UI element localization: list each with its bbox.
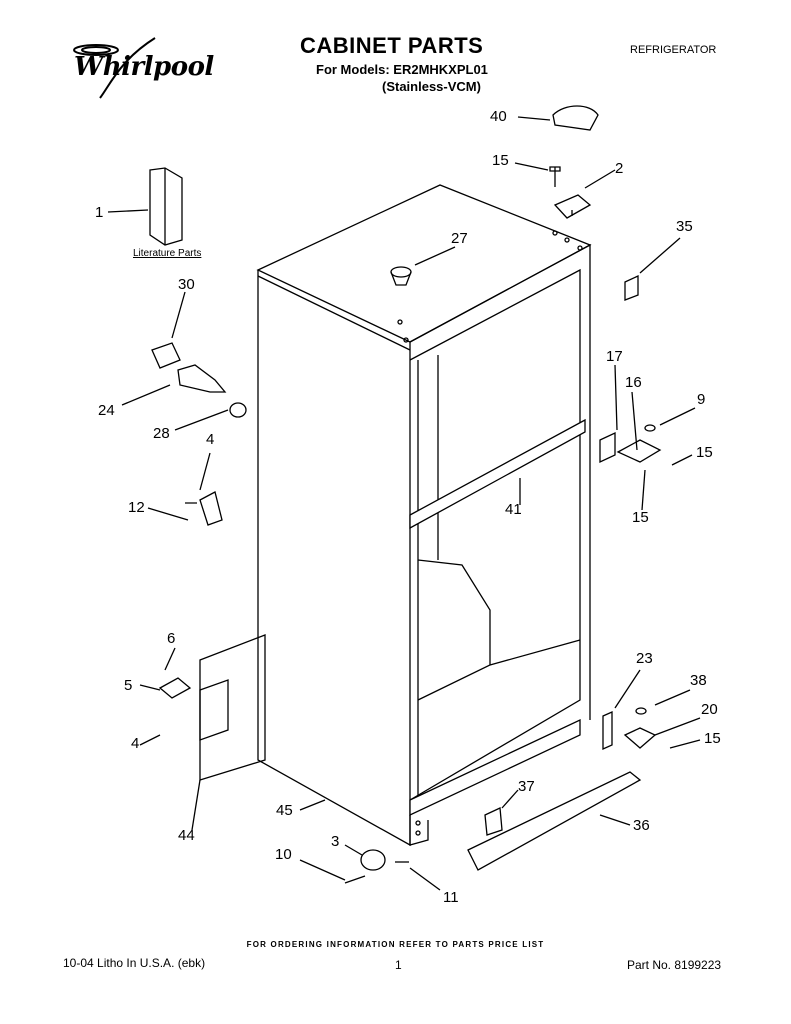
callout-15-lower: 15 bbox=[704, 730, 721, 747]
screw-part-10 bbox=[344, 875, 366, 884]
page-number: 1 bbox=[395, 958, 402, 972]
callout-15-right: 15 bbox=[696, 444, 713, 461]
hinge-pin-part-24 bbox=[177, 364, 227, 393]
callout-10: 10 bbox=[275, 846, 292, 863]
bushing-part-30 bbox=[151, 342, 181, 369]
callout-27: 27 bbox=[451, 230, 468, 247]
category-label: REFRIGERATOR bbox=[630, 44, 717, 56]
part-number: Part No. 8199223 bbox=[627, 958, 722, 972]
callout-41: 41 bbox=[505, 501, 522, 518]
bracket-part-44 bbox=[199, 679, 229, 741]
callout-12: 12 bbox=[128, 499, 145, 516]
washer-part-28 bbox=[229, 402, 247, 418]
page-title: CABINET PARTS bbox=[300, 33, 484, 58]
screw-part-15-top bbox=[549, 166, 561, 187]
callout-20: 20 bbox=[701, 701, 718, 718]
toe-grille-part-36 bbox=[467, 771, 642, 871]
center-hinge-part-16 bbox=[616, 439, 662, 463]
brand-logo: Whirlpool bbox=[74, 52, 214, 82]
literature-booklet-part-1 bbox=[149, 167, 183, 246]
bracket-part-5 bbox=[158, 677, 192, 699]
callout-16: 16 bbox=[625, 374, 642, 391]
literature-parts-label: Literature Parts bbox=[133, 248, 202, 259]
cam-part-12 bbox=[185, 491, 223, 526]
brand-logo-swoosh bbox=[73, 37, 156, 99]
callout-6: 6 bbox=[167, 630, 176, 647]
callout-24: 24 bbox=[98, 402, 115, 419]
plug-part-27 bbox=[390, 266, 412, 286]
callout-5: 5 bbox=[124, 677, 133, 694]
variant-line: (Stainless-VCM) bbox=[382, 79, 481, 94]
washer-part-38 bbox=[635, 707, 647, 715]
cabinet-shell bbox=[256, 184, 592, 847]
clip-part-37 bbox=[484, 807, 503, 836]
callout-4-lower: 4 bbox=[131, 735, 140, 752]
litho-note: 10-04 Litho In U.S.A. (ebk) bbox=[63, 956, 206, 970]
callout-3: 3 bbox=[331, 833, 340, 850]
callout-40: 40 bbox=[490, 108, 507, 125]
hinge-cover-part-40 bbox=[552, 105, 599, 131]
leader-lines bbox=[107, 116, 701, 891]
callout-9: 9 bbox=[697, 391, 706, 408]
callout-4-upper: 4 bbox=[206, 431, 215, 448]
callout-15-top: 15 bbox=[492, 152, 509, 169]
callout-38: 38 bbox=[690, 672, 707, 689]
callout-2: 2 bbox=[615, 160, 624, 177]
models-line: For Models: ER2MHKXPL01 bbox=[316, 62, 488, 77]
callout-45: 45 bbox=[276, 802, 293, 819]
washer-part-9 bbox=[644, 424, 656, 432]
ordering-note: FOR ORDERING INFORMATION REFER TO PARTS … bbox=[246, 940, 545, 949]
plate-part-44 bbox=[199, 634, 266, 781]
callout-1: 1 bbox=[95, 204, 104, 221]
shim-part-23 bbox=[602, 710, 613, 751]
bottom-hinge-part-20 bbox=[623, 727, 657, 749]
callout-15-mid: 15 bbox=[632, 509, 649, 526]
roller-part-3 bbox=[360, 849, 386, 871]
callout-44: 44 bbox=[178, 827, 195, 844]
callout-36: 36 bbox=[633, 817, 650, 834]
callout-30: 30 bbox=[178, 276, 195, 293]
callout-28: 28 bbox=[153, 425, 170, 442]
callout-35: 35 bbox=[676, 218, 693, 235]
top-hinge-part-2 bbox=[553, 194, 592, 219]
callout-37: 37 bbox=[518, 778, 535, 795]
callout-23: 23 bbox=[636, 650, 653, 667]
callout-11: 11 bbox=[443, 889, 459, 906]
shim-part-17 bbox=[599, 431, 616, 464]
bracket-part-35 bbox=[624, 274, 639, 301]
callout-17: 17 bbox=[606, 348, 623, 365]
